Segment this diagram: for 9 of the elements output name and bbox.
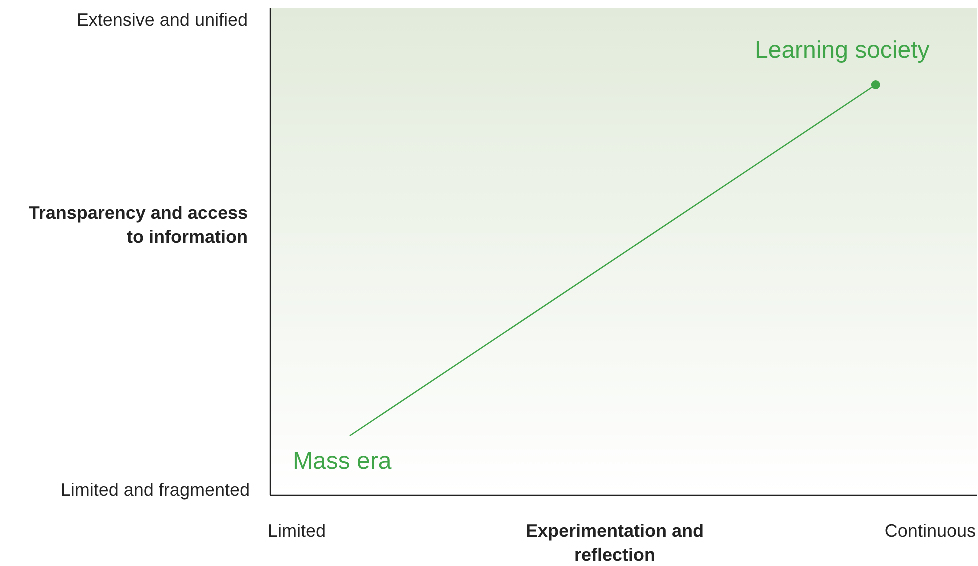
- axis-tick-label: Limited: [268, 520, 328, 543]
- axis-title: Transparency and access to information: [28, 202, 248, 249]
- point-label: Learning society: [755, 37, 930, 65]
- axis-tick-label: Extensive and unified: [76, 9, 248, 32]
- point-label: Mass era: [293, 448, 392, 476]
- axis-tick-label: Limited and fragmented: [60, 479, 250, 502]
- axis-tick-label: Continuous: [884, 520, 976, 543]
- trend-line: [350, 80, 880, 437]
- axis-title: Experimentation and reflection: [524, 520, 706, 566]
